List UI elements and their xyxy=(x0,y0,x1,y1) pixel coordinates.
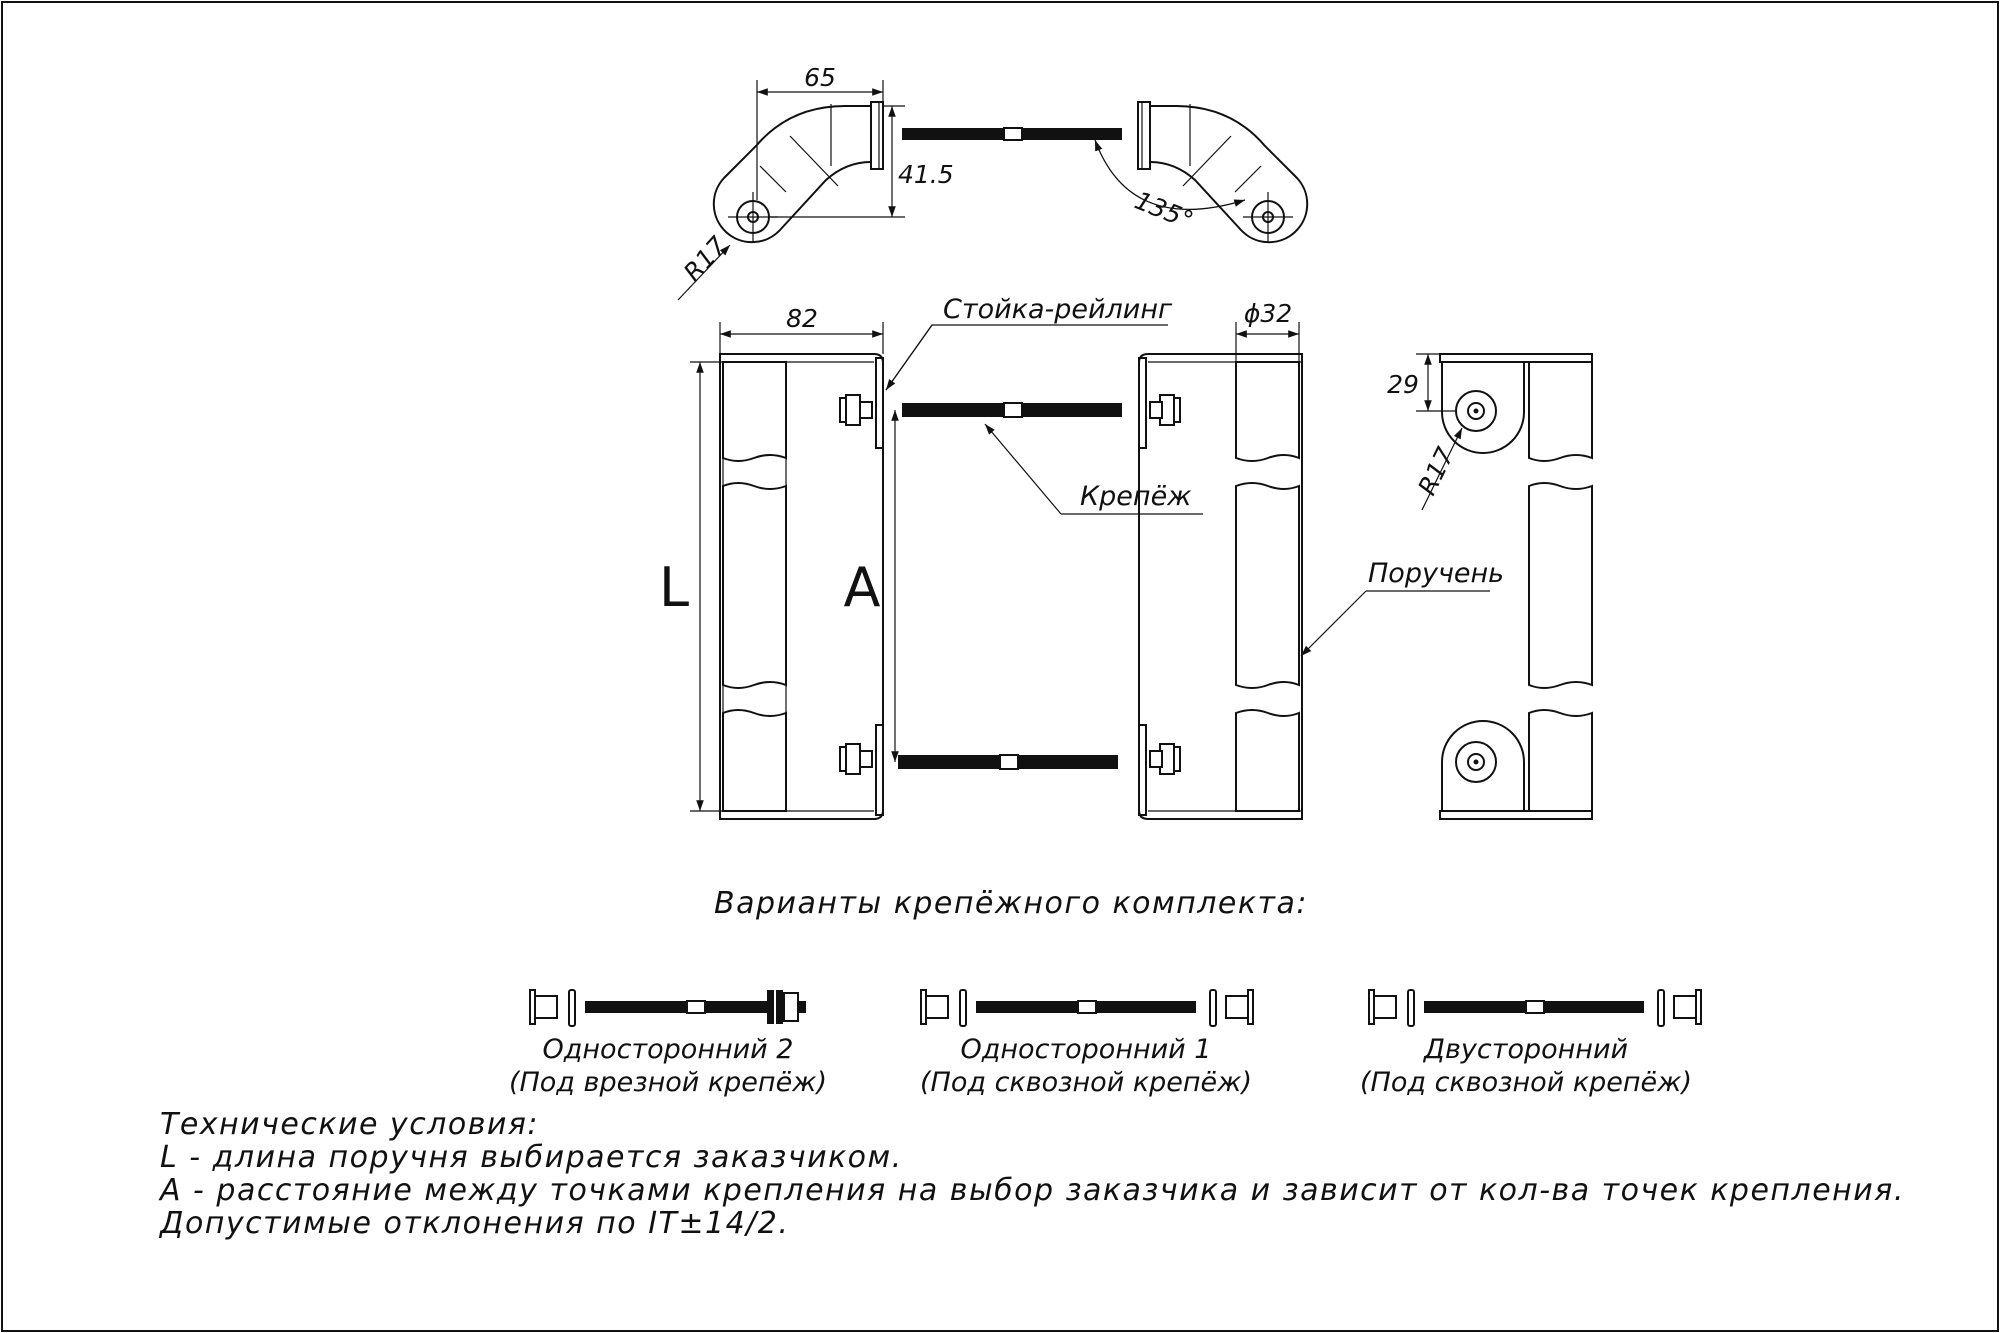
top-threaded-rod-left xyxy=(902,128,1004,140)
kit-2-name: Односторонний 1 xyxy=(960,1034,1211,1065)
note-spacing: A - расстояние между точками крепления н… xyxy=(158,1173,1905,1208)
front-rod-lower-left xyxy=(898,755,1000,769)
dim-front-width: 82 xyxy=(786,304,818,333)
kit-1-name: Односторонний 2 xyxy=(542,1034,793,1065)
callout-handrail: Поручень xyxy=(1368,558,1504,589)
dim-spacing: A xyxy=(844,556,881,619)
top-threaded-rod-right xyxy=(1022,128,1122,140)
callout-fastener: Крепёж xyxy=(1080,481,1192,512)
dim-top-height: 41.5 xyxy=(898,160,954,189)
dim-length: L xyxy=(659,556,689,619)
front-view: 82 ϕ32 L A Стойка-рейлинг Крепёж Поручен… xyxy=(659,294,1504,820)
kit-one-sided-2 xyxy=(529,989,806,1027)
note-length: L - длина поручня выбирается заказчиком. xyxy=(160,1140,903,1175)
right-handrail xyxy=(1138,353,1303,820)
dim-rail-diameter: ϕ32 xyxy=(1244,299,1292,328)
kit-one-sided-1 xyxy=(920,989,1254,1027)
left-elbow xyxy=(712,101,884,244)
notes-heading: Технические условия: xyxy=(160,1107,539,1142)
kit-1-desc: (Под врезной крепёж) xyxy=(509,1067,827,1098)
dim-top-angle: 135° xyxy=(1131,186,1198,235)
front-rod-upper-right xyxy=(1022,403,1122,417)
kit-3-name: Двусторонний xyxy=(1423,1034,1628,1065)
dim-top-width: 65 xyxy=(804,63,836,92)
kit-two-sided xyxy=(1368,989,1702,1027)
lower-lug-hole xyxy=(1455,741,1497,783)
callout-post: Стойка-рейлинг xyxy=(943,294,1173,325)
dim-top-radius: R17 xyxy=(678,231,733,287)
left-handrail xyxy=(719,353,884,820)
kit-2-desc: (Под сквозной крепёж) xyxy=(920,1067,1252,1098)
dim-side-radius: R17 xyxy=(1412,443,1460,500)
kits-title: Варианты крепёжного комплекта: xyxy=(714,886,1308,921)
note-tolerance: Допустимые отклонения по IT±14/2. xyxy=(158,1206,789,1241)
front-rod-upper-left xyxy=(902,403,1004,417)
front-rod-lower-right xyxy=(1018,755,1118,769)
dim-side-height: 29 xyxy=(1387,370,1419,399)
top-rod-spacer xyxy=(1003,127,1023,141)
top-view: 65 41.5 R17 135° xyxy=(677,63,1309,301)
kit-3-desc: (Под сквозной крепёж) xyxy=(1360,1067,1692,1098)
